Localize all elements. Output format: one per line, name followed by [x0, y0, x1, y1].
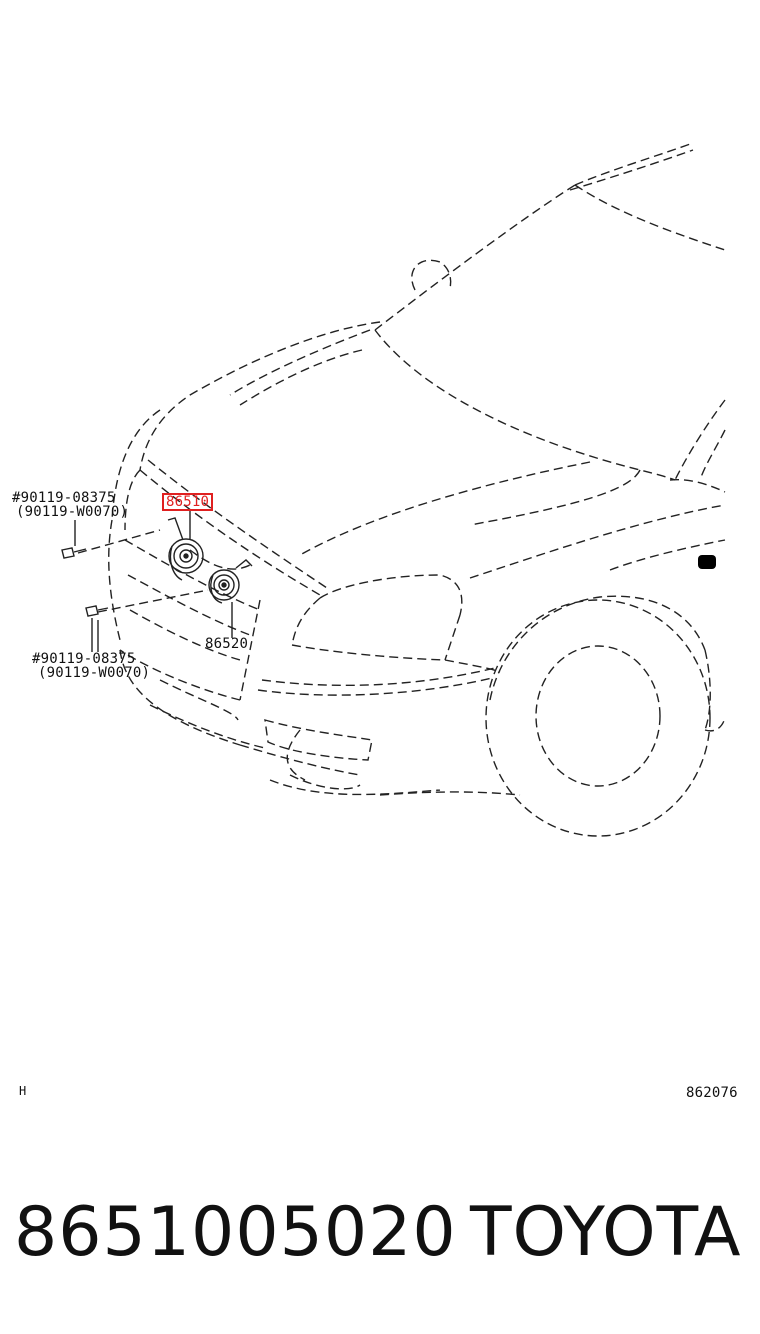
horn-high-callout[interactable]: 86510 — [162, 493, 214, 511]
diagram-code: 862076 — [686, 1085, 738, 1101]
car-body-outline — [77, 142, 726, 837]
horn-assembly — [61, 510, 253, 652]
bolt-upper-alt-part-number: (90119-W0070) — [16, 504, 129, 520]
bolt-lower-part-number: #90119-08375 — [32, 651, 136, 667]
horn-low-callout: 86520 — [205, 636, 249, 652]
brand-name: TOYOTA — [470, 1193, 742, 1272]
part-number: 8651005020 — [14, 1193, 457, 1272]
bolt-upper-part-number: #90119-08375 — [12, 490, 116, 506]
bolt-lower-alt-part-number: (90119-W0070) — [38, 665, 151, 681]
page-mark: H — [19, 1084, 27, 1098]
